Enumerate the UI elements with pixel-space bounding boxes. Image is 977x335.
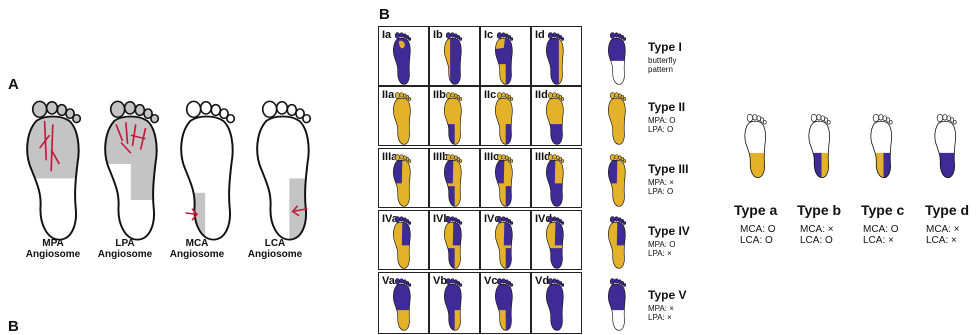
c-type-a: Type a xyxy=(734,202,777,218)
c-type-a-mca: MCA: O xyxy=(740,224,776,235)
c-type-b: Type b xyxy=(797,202,841,218)
c-type-d-mca: MCA: × xyxy=(926,224,960,235)
c-type-a-lca: LCA: O xyxy=(740,235,773,246)
c-type-d-lca: LCA: × xyxy=(926,235,957,246)
c-type-d: Type d xyxy=(925,202,969,218)
c-type-b-lca: LCA: O xyxy=(800,235,833,246)
heel-type-foot xyxy=(742,114,772,181)
heel-type-foot xyxy=(868,114,898,181)
heel-type-foot xyxy=(806,114,836,181)
c-type-c-mca: MCA: O xyxy=(863,224,899,235)
c-type-b-mca: MCA: × xyxy=(800,224,834,235)
c-type-c-lca: LCA: × xyxy=(863,235,894,246)
heel-type-foot xyxy=(932,114,962,181)
c-type-c: Type c xyxy=(861,202,904,218)
